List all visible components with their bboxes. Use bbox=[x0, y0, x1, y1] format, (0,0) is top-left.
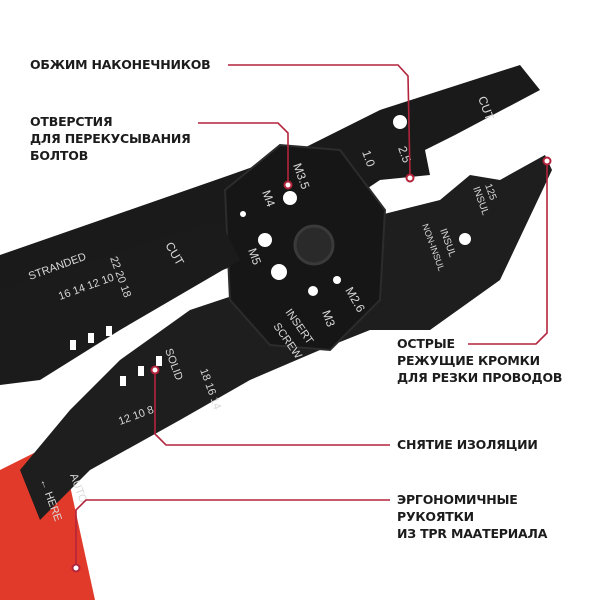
callout-text: ОСТРЫЕ bbox=[397, 336, 455, 351]
callout-text: РУКОЯТКИ bbox=[397, 509, 474, 524]
marking-m3: M3 bbox=[319, 308, 338, 329]
callout-line-stripping bbox=[154, 372, 390, 446]
stripping-teeth bbox=[70, 326, 162, 386]
callout-line-bolt-holes bbox=[198, 122, 289, 183]
red-handle bbox=[0, 440, 95, 600]
callout-text: СНЯТИЕ ИЗОЛЯЦИИ bbox=[397, 437, 538, 452]
callout-dots bbox=[71, 156, 552, 573]
bolt-holes bbox=[240, 115, 471, 296]
callout-line-cutting-edges bbox=[468, 163, 548, 345]
callout-line-handles bbox=[75, 499, 390, 566]
callout-crimp: ОБЖИМ НАКОНЕЧНИКОВ bbox=[30, 56, 211, 73]
lower-jaw-plate bbox=[0, 220, 240, 385]
callout-lines bbox=[75, 64, 548, 566]
callout-bolt-holes: ОТВЕРСТИЯ ДЛЯ ПЕРЕКУСЫВАНИЯ БОЛТОВ bbox=[30, 113, 191, 164]
callout-text: БОЛТОВ bbox=[30, 148, 89, 163]
callout-text: ЭРГОНОМИЧНЫЕ bbox=[397, 492, 518, 507]
marking-m4: M4 bbox=[259, 188, 278, 209]
callout-text: РЕЖУЩИЕ КРОМКИ bbox=[397, 353, 540, 368]
callout-text: ОТВЕРСТИЯ bbox=[30, 114, 113, 129]
callout-cutting-edges: ОСТРЫЕ РЕЖУЩИЕ КРОМКИ ДЛЯ РЕЗКИ ПРОВОДОВ bbox=[397, 335, 562, 386]
callout-text: ОБЖИМ НАКОНЕЧНИКОВ bbox=[30, 57, 211, 72]
callout-handles: ЭРГОНОМИЧНЫЕ РУКОЯТКИ ИЗ TPR МААТЕРИАЛА bbox=[397, 491, 547, 542]
callout-stripping: СНЯТИЕ ИЗОЛЯЦИИ bbox=[397, 436, 538, 453]
marking-1-0: 1.0 bbox=[359, 148, 378, 169]
marking-m5: M5 bbox=[245, 246, 264, 267]
callout-text: ИЗ TPR МААТЕРИАЛА bbox=[397, 526, 548, 541]
callout-text: ДЛЯ ПЕРЕКУСЫВАНИЯ bbox=[30, 131, 191, 146]
pivot-bolt bbox=[293, 224, 335, 266]
callout-text: ДЛЯ РЕЗКИ ПРОВОДОВ bbox=[397, 370, 563, 385]
callout-line-crimp bbox=[228, 64, 411, 177]
